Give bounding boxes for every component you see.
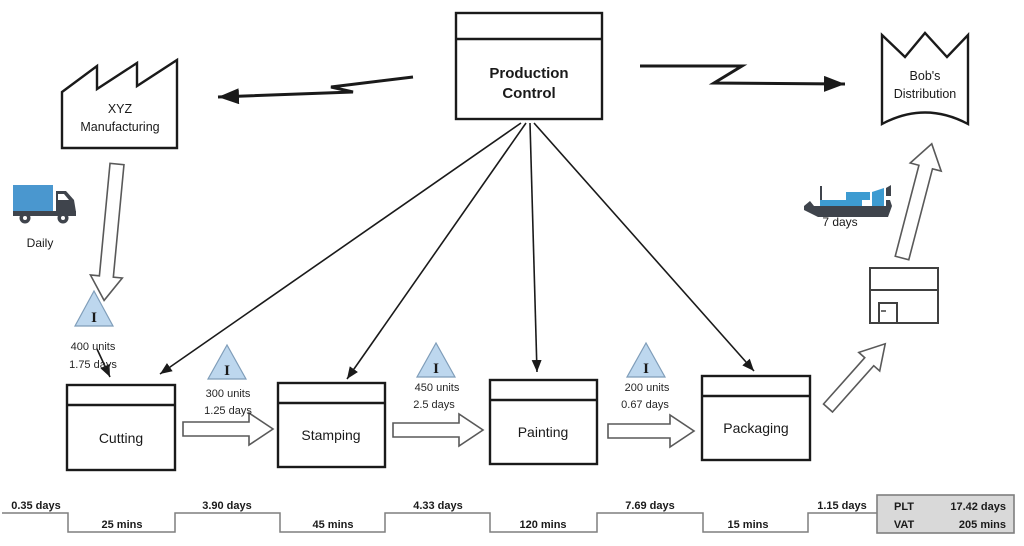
customer-label-1: Bob's xyxy=(910,69,941,83)
inventory-4-symbol: I xyxy=(643,361,649,377)
staging-warehouse-box xyxy=(869,267,939,324)
ship-flag xyxy=(886,185,891,196)
customer-label-2: Distribution xyxy=(894,87,957,101)
cycle-time-3: 120 mins xyxy=(519,519,566,531)
inventory-3: I 450 units 2.5 days xyxy=(413,341,460,411)
material-arrow-stamping-painting xyxy=(392,412,485,448)
packaging-to-staging-arrow xyxy=(822,342,887,414)
inventory-4-wait: 0.67 days xyxy=(621,399,669,411)
customer-outline xyxy=(880,31,970,127)
production-control-rect xyxy=(454,11,604,121)
process-cutting-rect xyxy=(65,383,177,472)
supplier-label-2: Manufacturing xyxy=(80,120,159,134)
summary-rect xyxy=(876,494,1015,534)
production-control-label-2: Control xyxy=(502,85,555,102)
lead-time-3: 4.33 days xyxy=(413,500,463,512)
inventory-1-wait: 1.75 days xyxy=(69,359,117,371)
process-packaging-rect xyxy=(700,374,812,462)
truck-wheel-rear-hub xyxy=(23,216,27,220)
inventory-1-triangle xyxy=(73,289,115,327)
inventory-1-units: 400 units xyxy=(71,341,116,353)
lead-time-1: 0.35 days xyxy=(11,500,61,512)
truck-window xyxy=(58,194,69,200)
inventory-2-triangle xyxy=(206,343,248,380)
inbound-delivery-arrow xyxy=(89,162,125,302)
truck-wheel-front-hub xyxy=(61,216,65,220)
process-painting-rect xyxy=(488,378,599,466)
inventory-3-symbol: I xyxy=(433,361,439,377)
process-stamping: Stamping xyxy=(276,381,387,469)
ship-containers xyxy=(846,192,870,200)
process-packaging-label: Packaging xyxy=(723,420,788,436)
ship-cabin xyxy=(872,188,884,206)
lead-time-4: 7.69 days xyxy=(625,500,675,512)
inventory-1: I 400 units 1.75 days xyxy=(69,289,117,371)
truck-chassis xyxy=(13,211,76,216)
truck-icon xyxy=(13,185,76,224)
cycle-time-1: 25 mins xyxy=(102,519,143,531)
process-cutting: Cutting xyxy=(65,383,177,472)
production-control-label-1: Production xyxy=(489,65,568,82)
inventory-3-triangle xyxy=(415,341,457,378)
timeline-line xyxy=(2,512,877,533)
schedule-arrow-packaging xyxy=(533,122,755,372)
material-arrow-cutting-stamping xyxy=(182,411,275,447)
process-painting: Painting xyxy=(488,378,599,466)
supplier-label-1: XYZ xyxy=(108,102,133,116)
inventory-2-units: 300 units xyxy=(206,388,251,400)
inbound-frequency-label: Daily xyxy=(27,236,54,250)
ship-hull xyxy=(804,200,892,217)
lead-time-5: 1.15 days xyxy=(817,500,867,512)
production-control-box: Production Control xyxy=(454,11,604,121)
supplier-factory-shape xyxy=(60,57,179,150)
inventory-2-symbol: I xyxy=(224,363,230,379)
process-painting-label: Painting xyxy=(518,424,569,440)
summary-plt-value: 17.42 days xyxy=(950,501,1006,513)
info-flow-arrow-to-customer xyxy=(640,64,846,92)
inventory-to-cutting-arrow xyxy=(96,348,111,378)
inventory-3-units: 450 units xyxy=(415,382,460,394)
process-packaging: Packaging xyxy=(700,374,812,462)
process-cutting-label: Cutting xyxy=(99,430,143,446)
inventory-2: I 300 units 1.25 days xyxy=(204,343,252,417)
summary-plt-label: PLT xyxy=(894,501,914,513)
summary-vat-label: VAT xyxy=(894,519,915,531)
supplier-factory: XYZ Manufacturing xyxy=(60,57,179,150)
inventory-4: I 200 units 0.67 days xyxy=(621,341,670,411)
material-arrow-painting-packaging xyxy=(607,413,696,449)
ship-icon xyxy=(804,185,892,217)
schedule-arrow-painting xyxy=(529,122,542,373)
warehouse-door xyxy=(878,302,898,324)
lead-time-2: 3.90 days xyxy=(202,500,252,512)
inventory-4-units: 200 units xyxy=(625,382,670,394)
staging-to-customer-arrow xyxy=(894,142,943,261)
inventory-3-wait: 2.5 days xyxy=(413,399,455,411)
process-stamping-rect xyxy=(276,381,387,469)
customer-shape: Bob's Distribution xyxy=(880,31,970,127)
inventory-4-triangle xyxy=(625,341,667,378)
inventory-1-symbol: I xyxy=(91,310,97,326)
outbound-frequency-label: 7 days xyxy=(822,215,857,229)
cycle-time-4: 15 mins xyxy=(728,519,769,531)
process-stamping-label: Stamping xyxy=(301,427,360,443)
summary-vat-value: 205 mins xyxy=(959,519,1006,531)
truck-cargo xyxy=(13,185,53,212)
ship-deck xyxy=(820,200,862,206)
info-flow-arrow-to-supplier xyxy=(217,75,414,105)
cycle-time-2: 45 mins xyxy=(313,519,354,531)
timeline-summary-box: PLT 17.42 days VAT 205 mins xyxy=(876,494,1015,534)
schedule-arrow-cutting xyxy=(159,122,522,375)
inventory-2-wait: 1.25 days xyxy=(204,405,252,417)
schedule-arrow-stamping xyxy=(346,122,527,380)
